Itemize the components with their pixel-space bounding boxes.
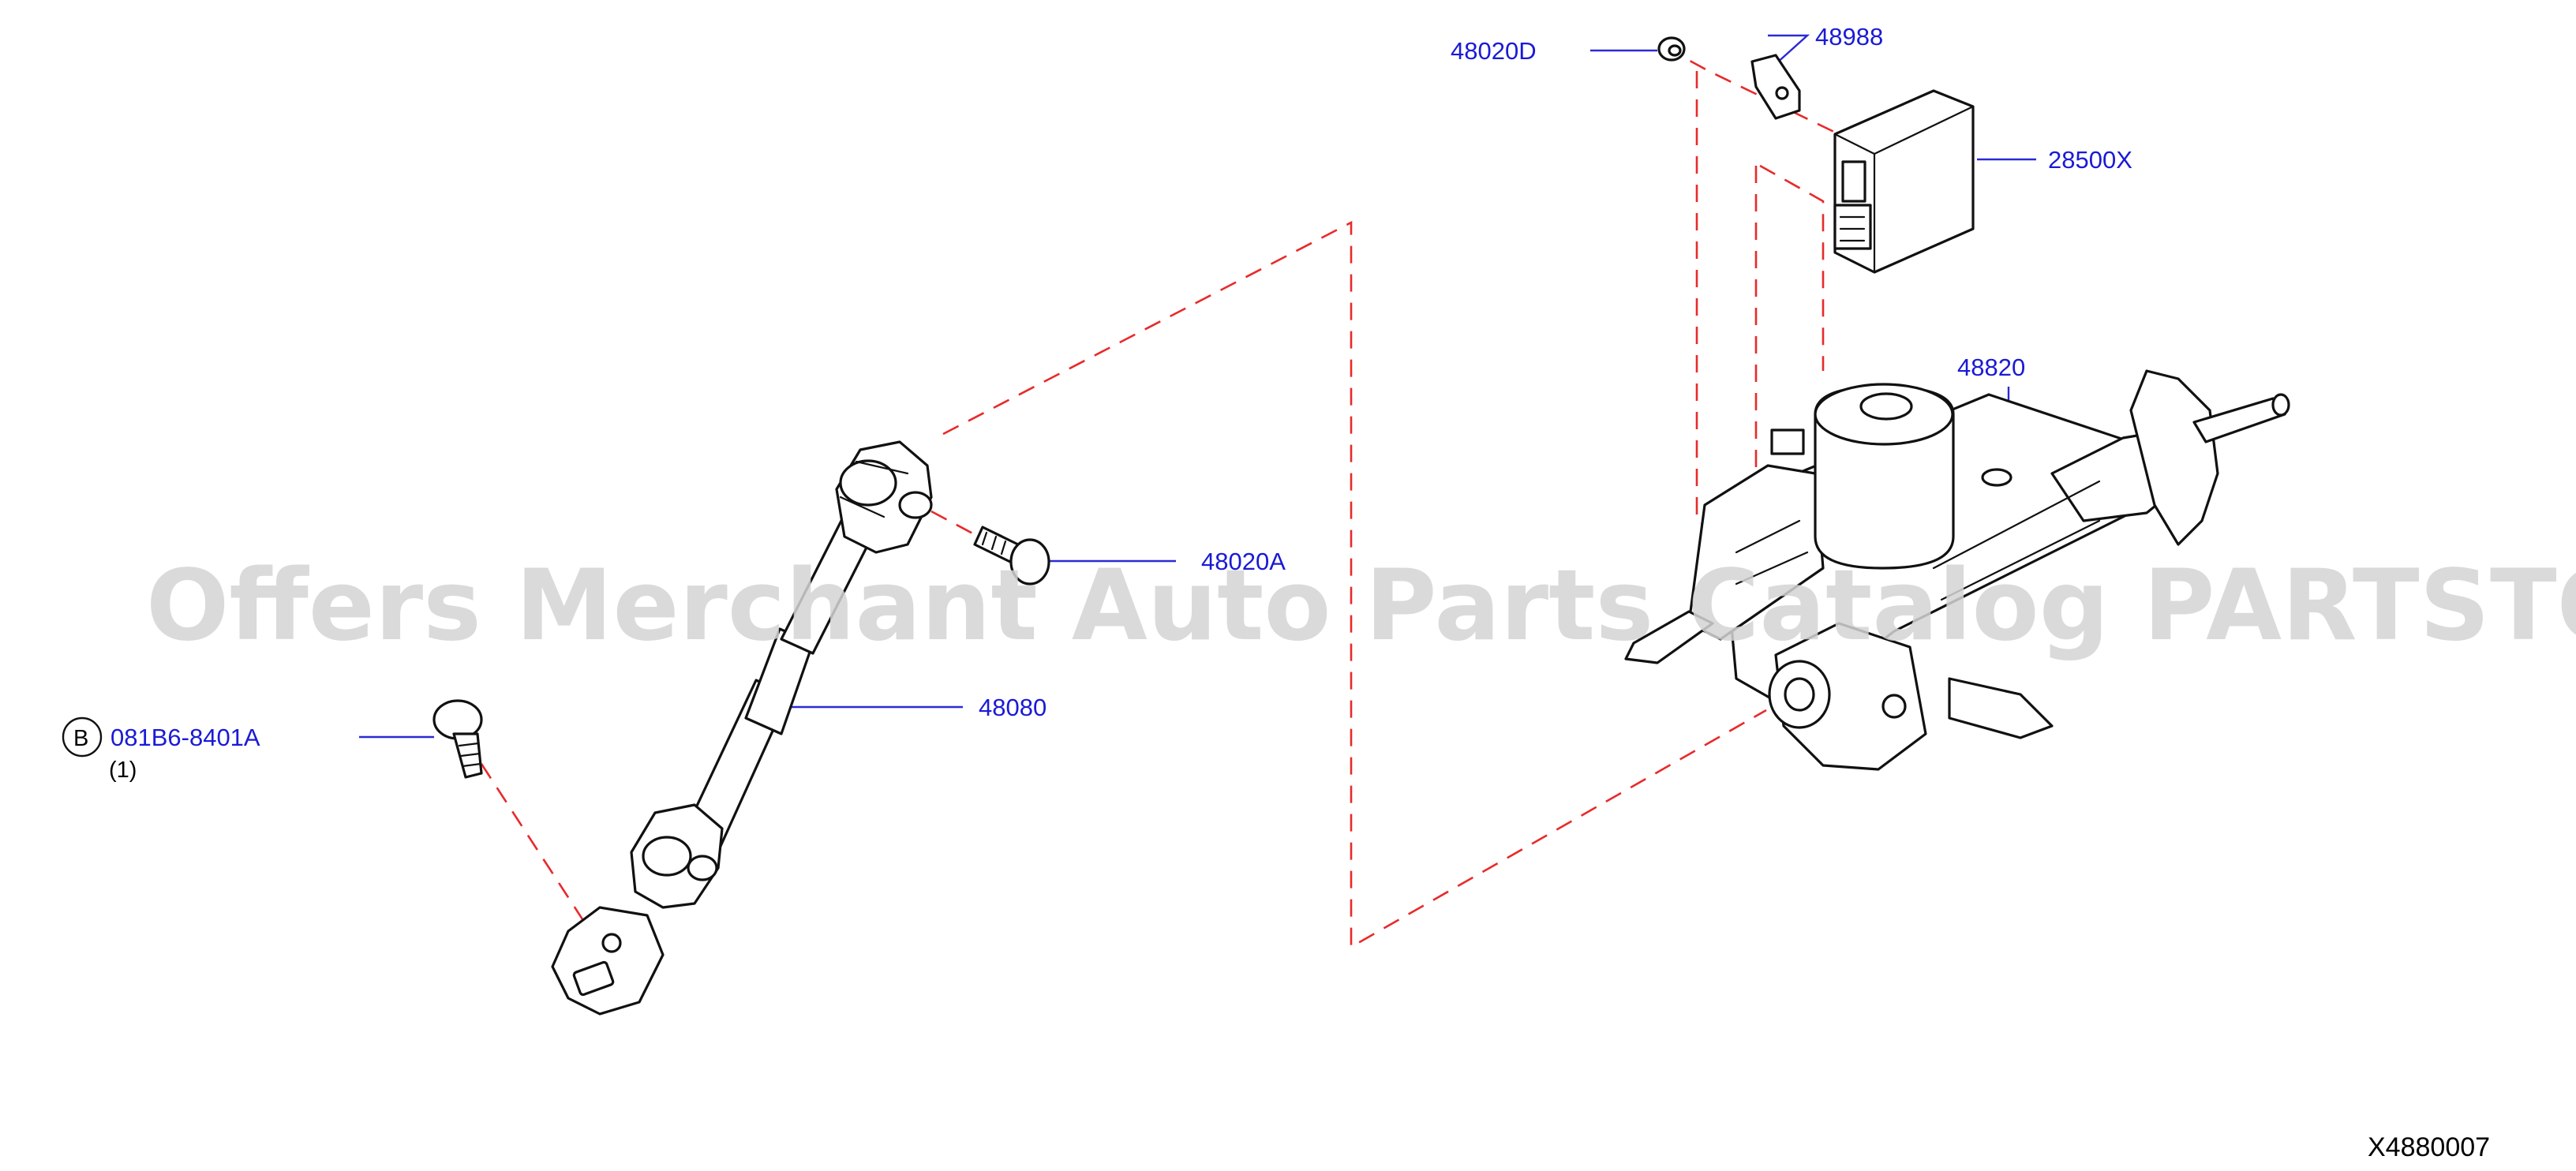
nut-48020D — [1657, 36, 1686, 62]
upper-u-joint-detail — [839, 460, 909, 518]
label-48020A[interactable]: 48020A — [1201, 548, 1286, 575]
callout-b: B — [62, 716, 103, 758]
bolt-48020A — [973, 526, 1050, 586]
left-harness-clip — [1624, 610, 1714, 664]
label-48988[interactable]: 48988 — [1815, 23, 1883, 51]
control-module-28500X — [1833, 89, 1975, 274]
module-connector-top — [1841, 160, 1866, 203]
intermediate-shaft-48080 — [551, 440, 933, 1016]
output-shaft-end — [2271, 393, 2290, 417]
steering-column-48820 — [1624, 369, 2290, 771]
dash-shaft-to-column — [942, 220, 1767, 949]
gear-housing — [1774, 622, 1927, 771]
lower-clamp-yoke — [551, 906, 665, 1016]
output-shaft — [2192, 397, 2286, 443]
label-081B6-8401A[interactable]: 081B6-8401A — [110, 724, 260, 751]
bracket-48988 — [1750, 54, 1801, 120]
module-connector-bottom — [1833, 204, 1872, 250]
tilt-lever — [1948, 677, 2054, 739]
label-48820[interactable]: 48820 — [1957, 354, 2025, 381]
diagram-code: X4880007 — [2368, 1132, 2490, 1162]
label-48080[interactable]: 48080 — [979, 694, 1046, 721]
callout-b-circle — [62, 716, 103, 758]
upper-flange — [2129, 369, 2219, 546]
callout-b-letter: B — [73, 726, 88, 751]
dash-bolt-081B6 — [480, 763, 586, 922]
nut-48020D-hole — [1668, 44, 1682, 57]
dash-bolt-48020A — [930, 510, 979, 538]
watermark-text: Offers Merchant Auto Parts Catalog PARTS… — [146, 549, 2576, 663]
leader-48988 — [1767, 34, 1810, 72]
bolt-081B6-thread — [458, 742, 482, 768]
motor-top-boss — [1859, 392, 1913, 421]
label-48020D[interactable]: 48020D — [1451, 37, 1537, 65]
dash-module-to-column — [1759, 164, 1825, 371]
lower-u-joint-cap — [687, 855, 718, 881]
upper-u-joint-cap — [898, 491, 933, 519]
housing-detail-lines — [1735, 480, 2101, 601]
bracket-48988-body — [1750, 54, 1801, 120]
lower-u-joint-cross — [642, 836, 692, 877]
housing-hole — [1981, 468, 2012, 487]
bolt-081B6 — [432, 699, 483, 779]
gear-housing-bolt — [1881, 694, 1907, 719]
lower-clamp-hole — [601, 933, 622, 953]
upper-u-joint-cross — [839, 459, 897, 507]
bolt-48020A-head — [1009, 538, 1050, 586]
lower-clamp-slot — [572, 960, 615, 997]
module-connector-pins — [1839, 215, 1866, 242]
bracket-48988-hole — [1775, 86, 1789, 100]
gear-housing-input-bore — [1784, 677, 1815, 712]
bolt-48020A-thread — [981, 531, 1007, 556]
label-081B6-qty: (1) — [109, 758, 137, 783]
module-edges — [1833, 105, 1975, 274]
label-28500X[interactable]: 28500X — [2048, 146, 2132, 174]
bracket-connector — [1770, 428, 1805, 455]
